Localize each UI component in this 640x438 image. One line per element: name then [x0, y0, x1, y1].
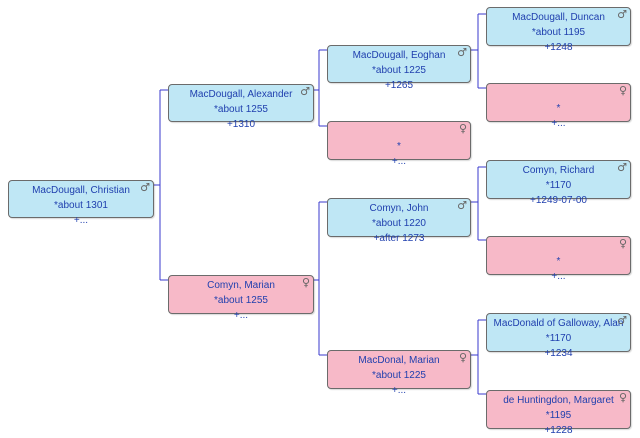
person-name — [328, 124, 470, 139]
person-death: +... — [551, 271, 566, 282]
female-icon: ♀ — [618, 391, 627, 404]
female-icon: ♀ — [618, 84, 627, 97]
male-icon: ♂ — [617, 8, 627, 21]
person-birth: *about 1195 — [531, 27, 586, 38]
person-death: +... — [73, 215, 89, 226]
person-name: MacDonald of Galloway, Alan — [493, 318, 624, 329]
male-icon: ♂ — [457, 46, 467, 59]
person-name — [487, 86, 630, 101]
person-birth: *about 1301 — [54, 200, 108, 211]
person-death: +1265 — [384, 80, 414, 91]
connector — [313, 49, 327, 127]
person-card-christian[interactable]: ♂ MacDougall, Christian *about 1301 +... — [8, 180, 154, 226]
person-death: +1249-07-00 — [530, 195, 587, 206]
person-name: Comyn, John — [369, 203, 429, 214]
person-card-alexander[interactable]: ♂ MacDougall, Alexander *about 1255 +131… — [168, 84, 314, 130]
connector — [470, 319, 486, 395]
person-name: MacDougall, Christian — [32, 185, 130, 196]
person-card-unknown-1[interactable]: ♀ * +... — [327, 121, 471, 167]
person-death: +... — [233, 310, 249, 321]
person-card-unknown-3[interactable]: ♀ * +... — [486, 236, 631, 282]
person-birth: * — [397, 141, 401, 152]
male-icon: ♂ — [617, 161, 627, 174]
male-icon: ♂ — [140, 181, 150, 194]
person-death: +... — [551, 118, 566, 129]
person-death: +... — [391, 385, 407, 396]
connector — [470, 13, 486, 89]
person-death: +... — [391, 156, 407, 167]
female-icon: ♀ — [301, 276, 310, 289]
person-name: MacDougall, Eoghan — [352, 50, 446, 61]
female-icon: ♀ — [458, 122, 467, 135]
person-death: +1310 — [226, 119, 256, 130]
male-icon: ♂ — [617, 314, 627, 327]
person-birth: *about 1225 — [372, 370, 426, 381]
female-icon: ♀ — [618, 237, 627, 250]
person-birth: *about 1255 — [214, 104, 268, 115]
person-card-marian-macdonal[interactable]: ♀ MacDonal, Marian *about 1225 +... — [327, 350, 471, 396]
person-death: +1228 — [544, 425, 573, 436]
person-birth: *1195 — [545, 410, 572, 421]
person-card-alan[interactable]: ♂ MacDonald of Galloway, Alan *1170 +123… — [486, 313, 631, 359]
connector — [153, 89, 168, 281]
person-birth: *about 1220 — [372, 218, 426, 229]
person-birth: * — [556, 103, 561, 114]
male-icon: ♂ — [300, 85, 310, 98]
person-name: Comyn, Richard — [522, 165, 595, 176]
person-name: de Huntingdon, Margaret — [503, 395, 614, 406]
person-name: MacDougall, Alexander — [189, 89, 293, 100]
person-card-marian-comyn[interactable]: ♀ Comyn, Marian *about 1255 +... — [168, 275, 314, 321]
person-birth: *1170 — [545, 333, 572, 344]
person-card-eoghan[interactable]: ♂ MacDougall, Eoghan *about 1225 +1265 — [327, 45, 471, 91]
person-name — [487, 239, 630, 254]
person-birth: *about 1255 — [214, 295, 268, 306]
person-death: +after 1273 — [373, 233, 425, 244]
person-card-margaret[interactable]: ♀ de Huntingdon, Margaret *1195 +1228 — [486, 390, 631, 436]
person-card-john[interactable]: ♂ Comyn, John *about 1220 +after 1273 — [327, 198, 471, 244]
female-icon: ♀ — [458, 351, 467, 364]
person-card-richard[interactable]: ♂ Comyn, Richard *1170 +1249-07-00 — [486, 160, 631, 206]
person-death: +1234 — [544, 348, 573, 359]
person-card-unknown-2[interactable]: ♀ * +... — [486, 83, 631, 129]
person-name: MacDougall, Duncan — [512, 12, 605, 23]
person-birth: * — [556, 256, 561, 267]
person-birth: *1170 — [545, 180, 572, 191]
male-icon: ♂ — [457, 199, 467, 212]
connector — [470, 166, 486, 241]
person-death: +1248 — [544, 42, 573, 53]
person-card-duncan[interactable]: ♂ MacDougall, Duncan *about 1195 +1248 — [486, 7, 631, 53]
person-birth: *about 1225 — [372, 65, 426, 76]
person-name: MacDonal, Marian — [358, 355, 440, 366]
connector — [313, 201, 327, 356]
person-name: Comyn, Marian — [207, 280, 275, 291]
